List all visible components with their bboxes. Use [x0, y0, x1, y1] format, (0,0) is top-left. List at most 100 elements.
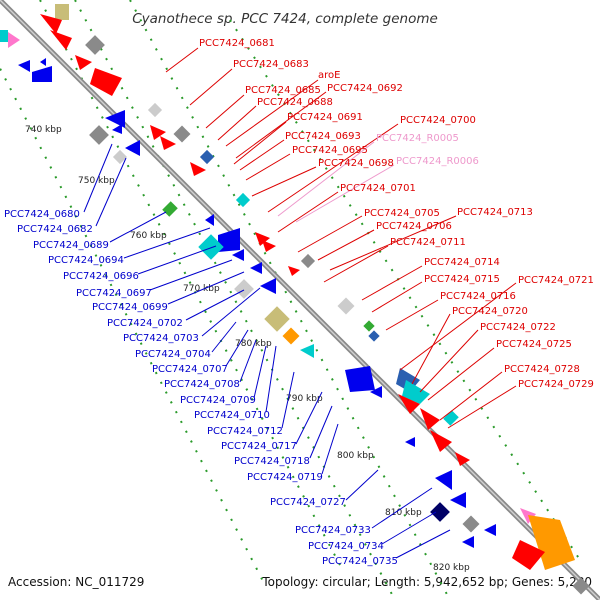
gene-label: PCC7424_0714 — [424, 257, 500, 268]
gene-feature — [18, 60, 30, 72]
gene-label: PCC7424_0707 — [152, 364, 228, 375]
gene-feature — [160, 136, 176, 150]
gene-label: PCC7424_0718 — [234, 456, 310, 467]
gene-feature — [345, 366, 375, 392]
leader-line — [371, 281, 423, 313]
gene-label: PCC7424_0701 — [340, 183, 416, 194]
gene-label: PCC7424_0725 — [496, 339, 572, 350]
gene-feature — [520, 508, 536, 524]
gene-label: PCC7424_0722 — [480, 322, 556, 333]
left-gene-labels: PCC7424_0680 PCC7424_0682 PCC7424_0689 P… — [4, 209, 398, 567]
leader-line — [167, 271, 245, 305]
gene-label: PCC7424_0697 — [76, 288, 152, 299]
gene-feature — [85, 35, 105, 55]
gene-feature — [288, 266, 300, 276]
gene-label: PCC7424_0706 — [376, 221, 452, 232]
gene-label: PCC7424_0710 — [194, 410, 270, 421]
gene-label: PCC7424_0694 — [48, 255, 124, 266]
gene-label: PCC7424_R0005 — [376, 133, 459, 144]
gene-feature — [455, 452, 470, 466]
gene-feature — [112, 124, 122, 134]
gene-label: PCC7424_0719 — [247, 472, 323, 483]
leader-line — [361, 265, 423, 301]
gene-feature — [50, 30, 72, 50]
gene-label: PCC7424_0699 — [92, 302, 168, 313]
accession-text: Accession: NC_011729 — [8, 575, 144, 589]
gene-label: PCC7424_0702 — [107, 318, 183, 329]
gene-feature — [255, 232, 270, 246]
gene-feature — [234, 279, 254, 299]
leader-line — [381, 511, 437, 545]
leader-line — [225, 79, 319, 147]
leader-line — [235, 91, 327, 159]
leader-line — [251, 166, 317, 197]
gene-label: PCC7424_0691 — [287, 112, 363, 123]
gene-label: PCC7424_0709 — [180, 395, 256, 406]
gene-feature — [282, 327, 300, 345]
gene-label: PCC7424_0720 — [452, 306, 528, 317]
leader-line — [309, 405, 333, 459]
gene-feature — [150, 125, 166, 140]
gene-feature — [300, 253, 316, 269]
leader-line — [185, 289, 245, 321]
gene-label: aroE — [318, 70, 340, 81]
gene-feature — [430, 502, 450, 522]
gene-label: PCC7424_0727 — [270, 497, 346, 508]
leader-line — [109, 211, 167, 243]
gene-label: PCC7424_0682 — [17, 224, 93, 235]
leader-line — [189, 68, 233, 106]
leader-line — [345, 469, 379, 501]
gene-feature — [405, 437, 415, 447]
gene-label: PCC7424_0735 — [322, 556, 398, 567]
gene-feature — [40, 14, 62, 34]
gene-feature — [199, 149, 215, 165]
left-leader-lines — [83, 143, 451, 559]
gene-feature — [363, 320, 375, 332]
leader-line — [385, 299, 439, 331]
gene-feature — [218, 228, 240, 252]
tick-label: 760 kbp — [130, 231, 167, 241]
gene-label: PCC7424_0696 — [63, 271, 139, 282]
forward-strand-genes — [40, 4, 590, 595]
tick-label: 780 kbp — [235, 339, 272, 349]
leader-line — [295, 391, 323, 445]
right-gene-labels: PCC7424_0681 PCC7424_0683 aroE PCC7424_0… — [199, 38, 594, 390]
gene-feature — [430, 430, 452, 452]
gene-label: PCC7424_0704 — [135, 349, 211, 360]
gene-feature — [90, 68, 122, 96]
gene-feature — [462, 515, 480, 533]
gene-label: PCC7424_0681 — [199, 38, 275, 49]
gene-label: PCC7424_0711 — [390, 237, 466, 248]
inner-tick-ring — [39, 0, 341, 566]
leader-line — [239, 339, 257, 383]
gene-feature — [89, 125, 109, 145]
leader-line — [205, 94, 245, 129]
tick-label: 810 kbp — [385, 508, 422, 518]
genome-summary: Topology: circular; Length: 5,942,652 bp… — [261, 575, 592, 589]
map-title: Cyanothece sp. PCC 7424, complete genome — [132, 11, 438, 27]
gene-feature — [300, 344, 314, 358]
leader-line — [267, 123, 399, 213]
leader-line — [317, 229, 375, 261]
gene-feature — [450, 492, 466, 508]
gene-feature — [435, 470, 452, 490]
leader-line — [137, 245, 217, 275]
gene-label: PCC7424_0713 — [457, 207, 533, 218]
gene-feature — [337, 297, 355, 315]
gene-label: PCC7424_0712 — [207, 426, 283, 437]
gene-label: PCC7424_0705 — [364, 208, 440, 219]
gene-feature — [162, 201, 178, 217]
gene-label: PCC7424_0703 — [123, 333, 199, 344]
gene-feature — [205, 214, 214, 226]
leader-line — [439, 371, 503, 421]
leader-line — [239, 139, 285, 171]
leader-line — [371, 487, 433, 529]
gene-label: PCC7424_0689 — [33, 240, 109, 251]
leader-line — [149, 259, 233, 291]
leader-line — [253, 345, 267, 399]
gene-feature — [190, 162, 206, 176]
leader-line — [277, 141, 375, 217]
gene-label: PCC7424_0717 — [221, 441, 297, 452]
